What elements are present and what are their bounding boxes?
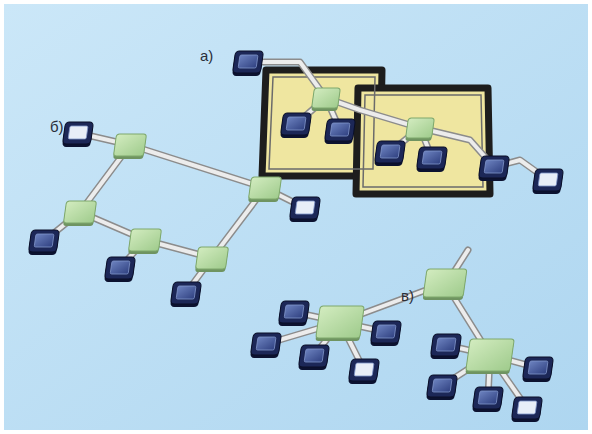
computer (104, 257, 136, 282)
computer (170, 282, 202, 307)
computer-case (232, 51, 263, 73)
cable (130, 145, 265, 188)
computer (426, 375, 458, 400)
computer-screen (68, 126, 88, 139)
label-anchor: б) (50, 118, 64, 136)
computer-case (511, 397, 542, 419)
computer-screen (110, 261, 130, 274)
switch-hub (63, 201, 97, 226)
computer-screen (436, 338, 456, 351)
computer (472, 387, 504, 412)
switch-hub (128, 229, 162, 254)
computer (278, 301, 310, 326)
switch-hub (113, 134, 147, 159)
hub-top (423, 269, 467, 297)
computer-screen (528, 361, 548, 374)
computer-case (250, 333, 281, 355)
computer-screen (538, 173, 558, 186)
computer-screen (376, 325, 396, 338)
computer (289, 197, 321, 222)
computer-case (430, 334, 461, 356)
switch-hub (311, 88, 340, 111)
computer (374, 141, 406, 166)
hub-top (406, 118, 435, 138)
computer-case (426, 375, 457, 397)
computer (280, 113, 312, 138)
computer-screen (422, 151, 442, 164)
computer-case (374, 141, 405, 163)
computer-case (289, 197, 320, 219)
hub-top (195, 247, 228, 269)
computer-case (532, 169, 563, 191)
computer-screen (286, 117, 306, 130)
computer-screen (478, 391, 498, 404)
computer-case (170, 282, 201, 304)
switch-hub (195, 247, 229, 272)
computer-screen (176, 286, 196, 299)
computer (28, 230, 60, 255)
computer (348, 359, 380, 384)
computer-screen (256, 337, 276, 350)
computer (532, 169, 564, 194)
computer-screen (380, 145, 400, 158)
hub-top (128, 229, 161, 251)
computer-case (278, 301, 309, 323)
computer-case (62, 122, 93, 144)
computer-case (416, 147, 447, 169)
cable-edge (130, 145, 265, 188)
switch-hub (423, 269, 467, 300)
hub-top (248, 177, 281, 199)
computer (478, 156, 510, 181)
computer-case (348, 359, 379, 381)
computer-screen (34, 234, 54, 247)
topology-letter: б) (50, 118, 64, 135)
switch-hub (248, 177, 282, 202)
frame-inner-edge (269, 77, 375, 169)
topology-letter: а) (200, 47, 213, 64)
hub-top (312, 88, 341, 108)
computer-case (370, 321, 401, 343)
computer-screen (295, 201, 315, 214)
computer-screen (484, 160, 504, 173)
switch-hub (315, 306, 364, 341)
hub-top (113, 134, 146, 156)
label-anchor: в) (401, 287, 414, 305)
computer (232, 51, 264, 76)
computer-case (522, 357, 553, 379)
computer-case (324, 119, 355, 141)
computer-screen (354, 363, 374, 376)
hub-top (466, 339, 514, 371)
topology-letter: в) (401, 287, 414, 304)
computer (324, 119, 356, 144)
switch-hub (465, 339, 514, 374)
cables (44, 62, 548, 408)
computer-screen (284, 305, 304, 318)
computer-case (298, 345, 329, 367)
computer (522, 357, 554, 382)
hub-top (63, 201, 96, 223)
computer (430, 334, 462, 359)
computer-case (478, 156, 509, 178)
computer-case (28, 230, 59, 252)
computer-screen (330, 123, 350, 136)
computer-screen (238, 55, 258, 68)
computer (370, 321, 402, 346)
computer-case (472, 387, 503, 409)
computer-screen (432, 379, 452, 392)
computer (416, 147, 448, 172)
computer-case (280, 113, 311, 135)
hub-top (316, 306, 364, 338)
computer (62, 122, 94, 147)
computer (298, 345, 330, 370)
computer (250, 333, 282, 358)
switch-hub (405, 118, 434, 141)
label-anchor: а) (200, 47, 213, 65)
computer-screen (517, 401, 537, 414)
computer (511, 397, 543, 422)
computer-case (104, 257, 135, 279)
computer-screen (304, 349, 324, 362)
